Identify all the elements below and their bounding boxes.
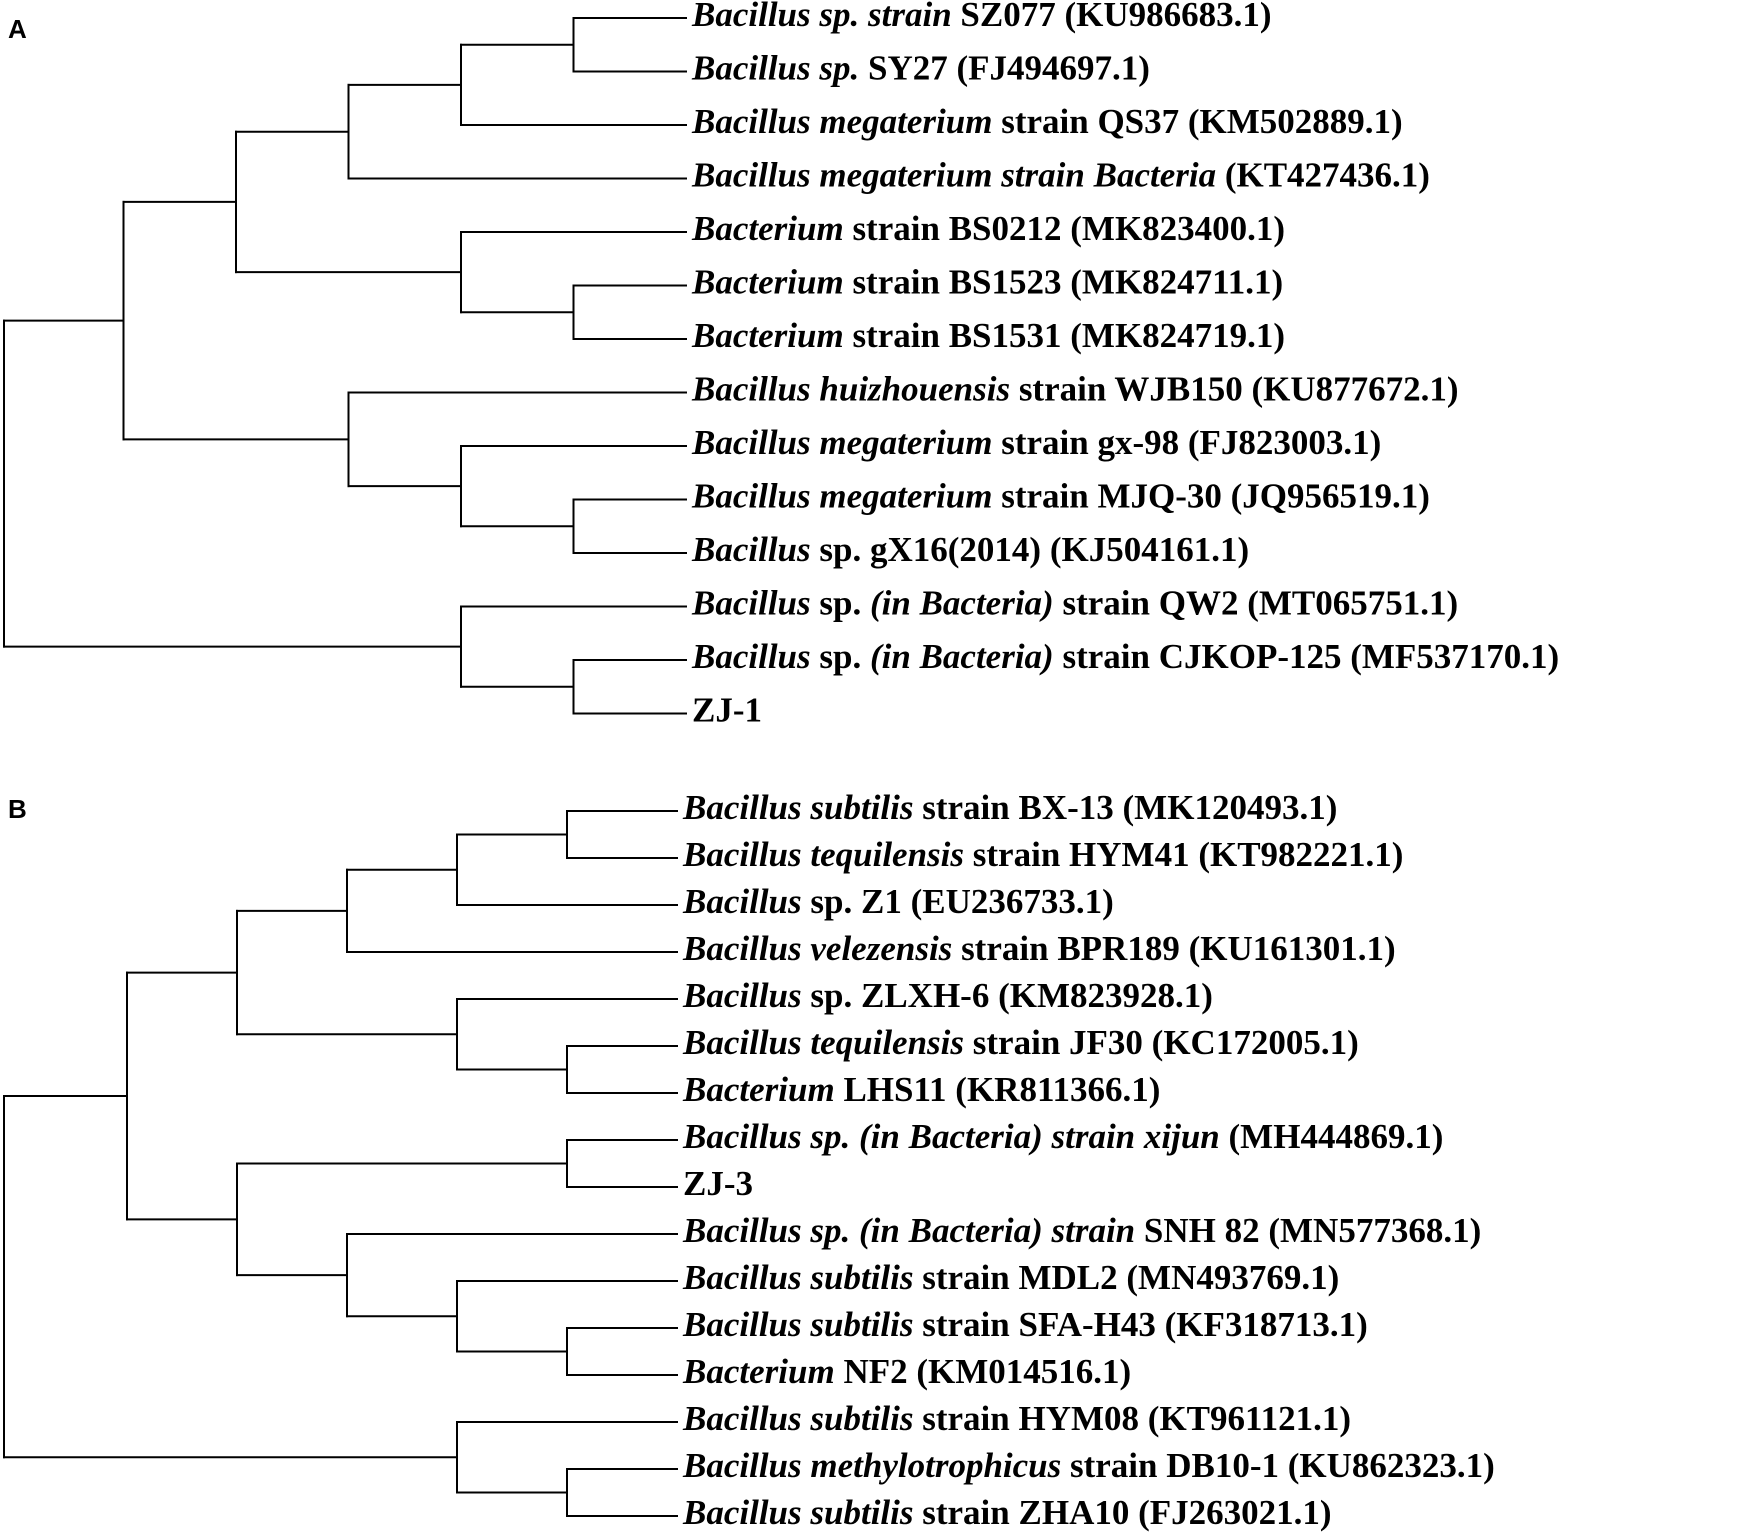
taxon-label-bx13: Bacillus subtilis strain BX-13 (MK120493… [682,788,1337,827]
panel-a-label: A [8,14,27,44]
taxon-label-snh82: Bacillus sp. (in Bacteria) strain SNH 82… [682,1211,1481,1250]
taxon-label-gx98: Bacillus megaterium strain gx-98 (FJ8230… [691,423,1381,462]
taxon-label-bs0212: Bacterium strain BS0212 (MK823400.1) [691,209,1285,248]
taxon-label-kt427436: Bacillus megaterium strain Bacteria (KT4… [691,156,1430,195]
panel-b-tree: B Bacillus subtilis strain BX-13 (MK1204… [3,788,1495,1532]
taxon-label-xijun: Bacillus sp. (in Bacteria) strain xijun … [682,1117,1443,1156]
taxon-label-bpr189: Bacillus velezensis strain BPR189 (KU161… [682,929,1396,968]
taxon-label-gx16: Bacillus sp. gX16(2014) (KJ504161.1) [691,530,1249,569]
taxon-label-db101: Bacillus methylotrophicus strain DB10-1 … [682,1446,1495,1485]
taxon-label-zha10: Bacillus subtilis strain ZHA10 (FJ263021… [682,1493,1332,1532]
panel-b-branches [3,810,678,1517]
taxon-label-cjkop125: Bacillus sp. (in Bacteria) strain CJKOP-… [691,637,1559,676]
taxon-label-nf2: Bacterium NF2 (KM014516.1) [682,1352,1131,1391]
taxon-label-hym41: Bacillus tequilensis strain HYM41 (KT982… [682,835,1403,874]
panel-b-label: B [8,794,27,824]
panel-b-tip-labels: Bacillus subtilis strain BX-13 (MK120493… [682,788,1495,1532]
taxon-label-zlxh6: Bacillus sp. ZLXH-6 (KM823928.1) [682,976,1213,1015]
taxon-label-sy27: Bacillus sp. SY27 (FJ494697.1) [691,49,1150,88]
taxon-label-sfah43: Bacillus subtilis strain SFA-H43 (KF3187… [682,1305,1368,1344]
taxon-label-hym08: Bacillus subtilis strain HYM08 (KT961121… [682,1399,1351,1438]
taxon-label-bs1531: Bacterium strain BS1531 (MK824719.1) [691,316,1285,355]
taxon-label-sz077: Bacillus sp. strain SZ077 (KU986683.1) [691,0,1272,34]
taxon-label-mdl2: Bacillus subtilis strain MDL2 (MN493769.… [682,1258,1339,1297]
taxon-label-zj3: ZJ-3 [683,1164,753,1203]
panel-a-tip-labels: Bacillus sp. strain SZ077 (KU986683.1) Ba… [691,0,1559,730]
taxon-label-mjq30: Bacillus megaterium strain MJQ-30 (JQ956… [691,477,1430,516]
taxon-label-bs1523: Bacterium strain BS1523 (MK824711.1) [691,263,1283,302]
panel-a-tree: A Bacillus sp. strain SZ077 (KU986683.1)… [3,0,1559,730]
taxon-label-qs37: Bacillus megaterium strain QS37 (KM50288… [691,102,1403,141]
taxon-label-zj1: ZJ-1 [692,691,762,730]
taxon-label-wjb150: Bacillus huizhouensis strain WJB150 (KU8… [691,370,1459,409]
panel-a-branches [3,17,687,715]
taxon-label-qw2: Bacillus sp. (in Bacteria) strain QW2 (M… [691,584,1458,623]
taxon-label-z1: Bacillus sp. Z1 (EU236733.1) [682,882,1114,921]
taxon-label-lhs11: Bacterium LHS11 (KR811366.1) [682,1070,1160,1109]
taxon-label-jf30: Bacillus tequilensis strain JF30 (KC1720… [682,1023,1359,1062]
